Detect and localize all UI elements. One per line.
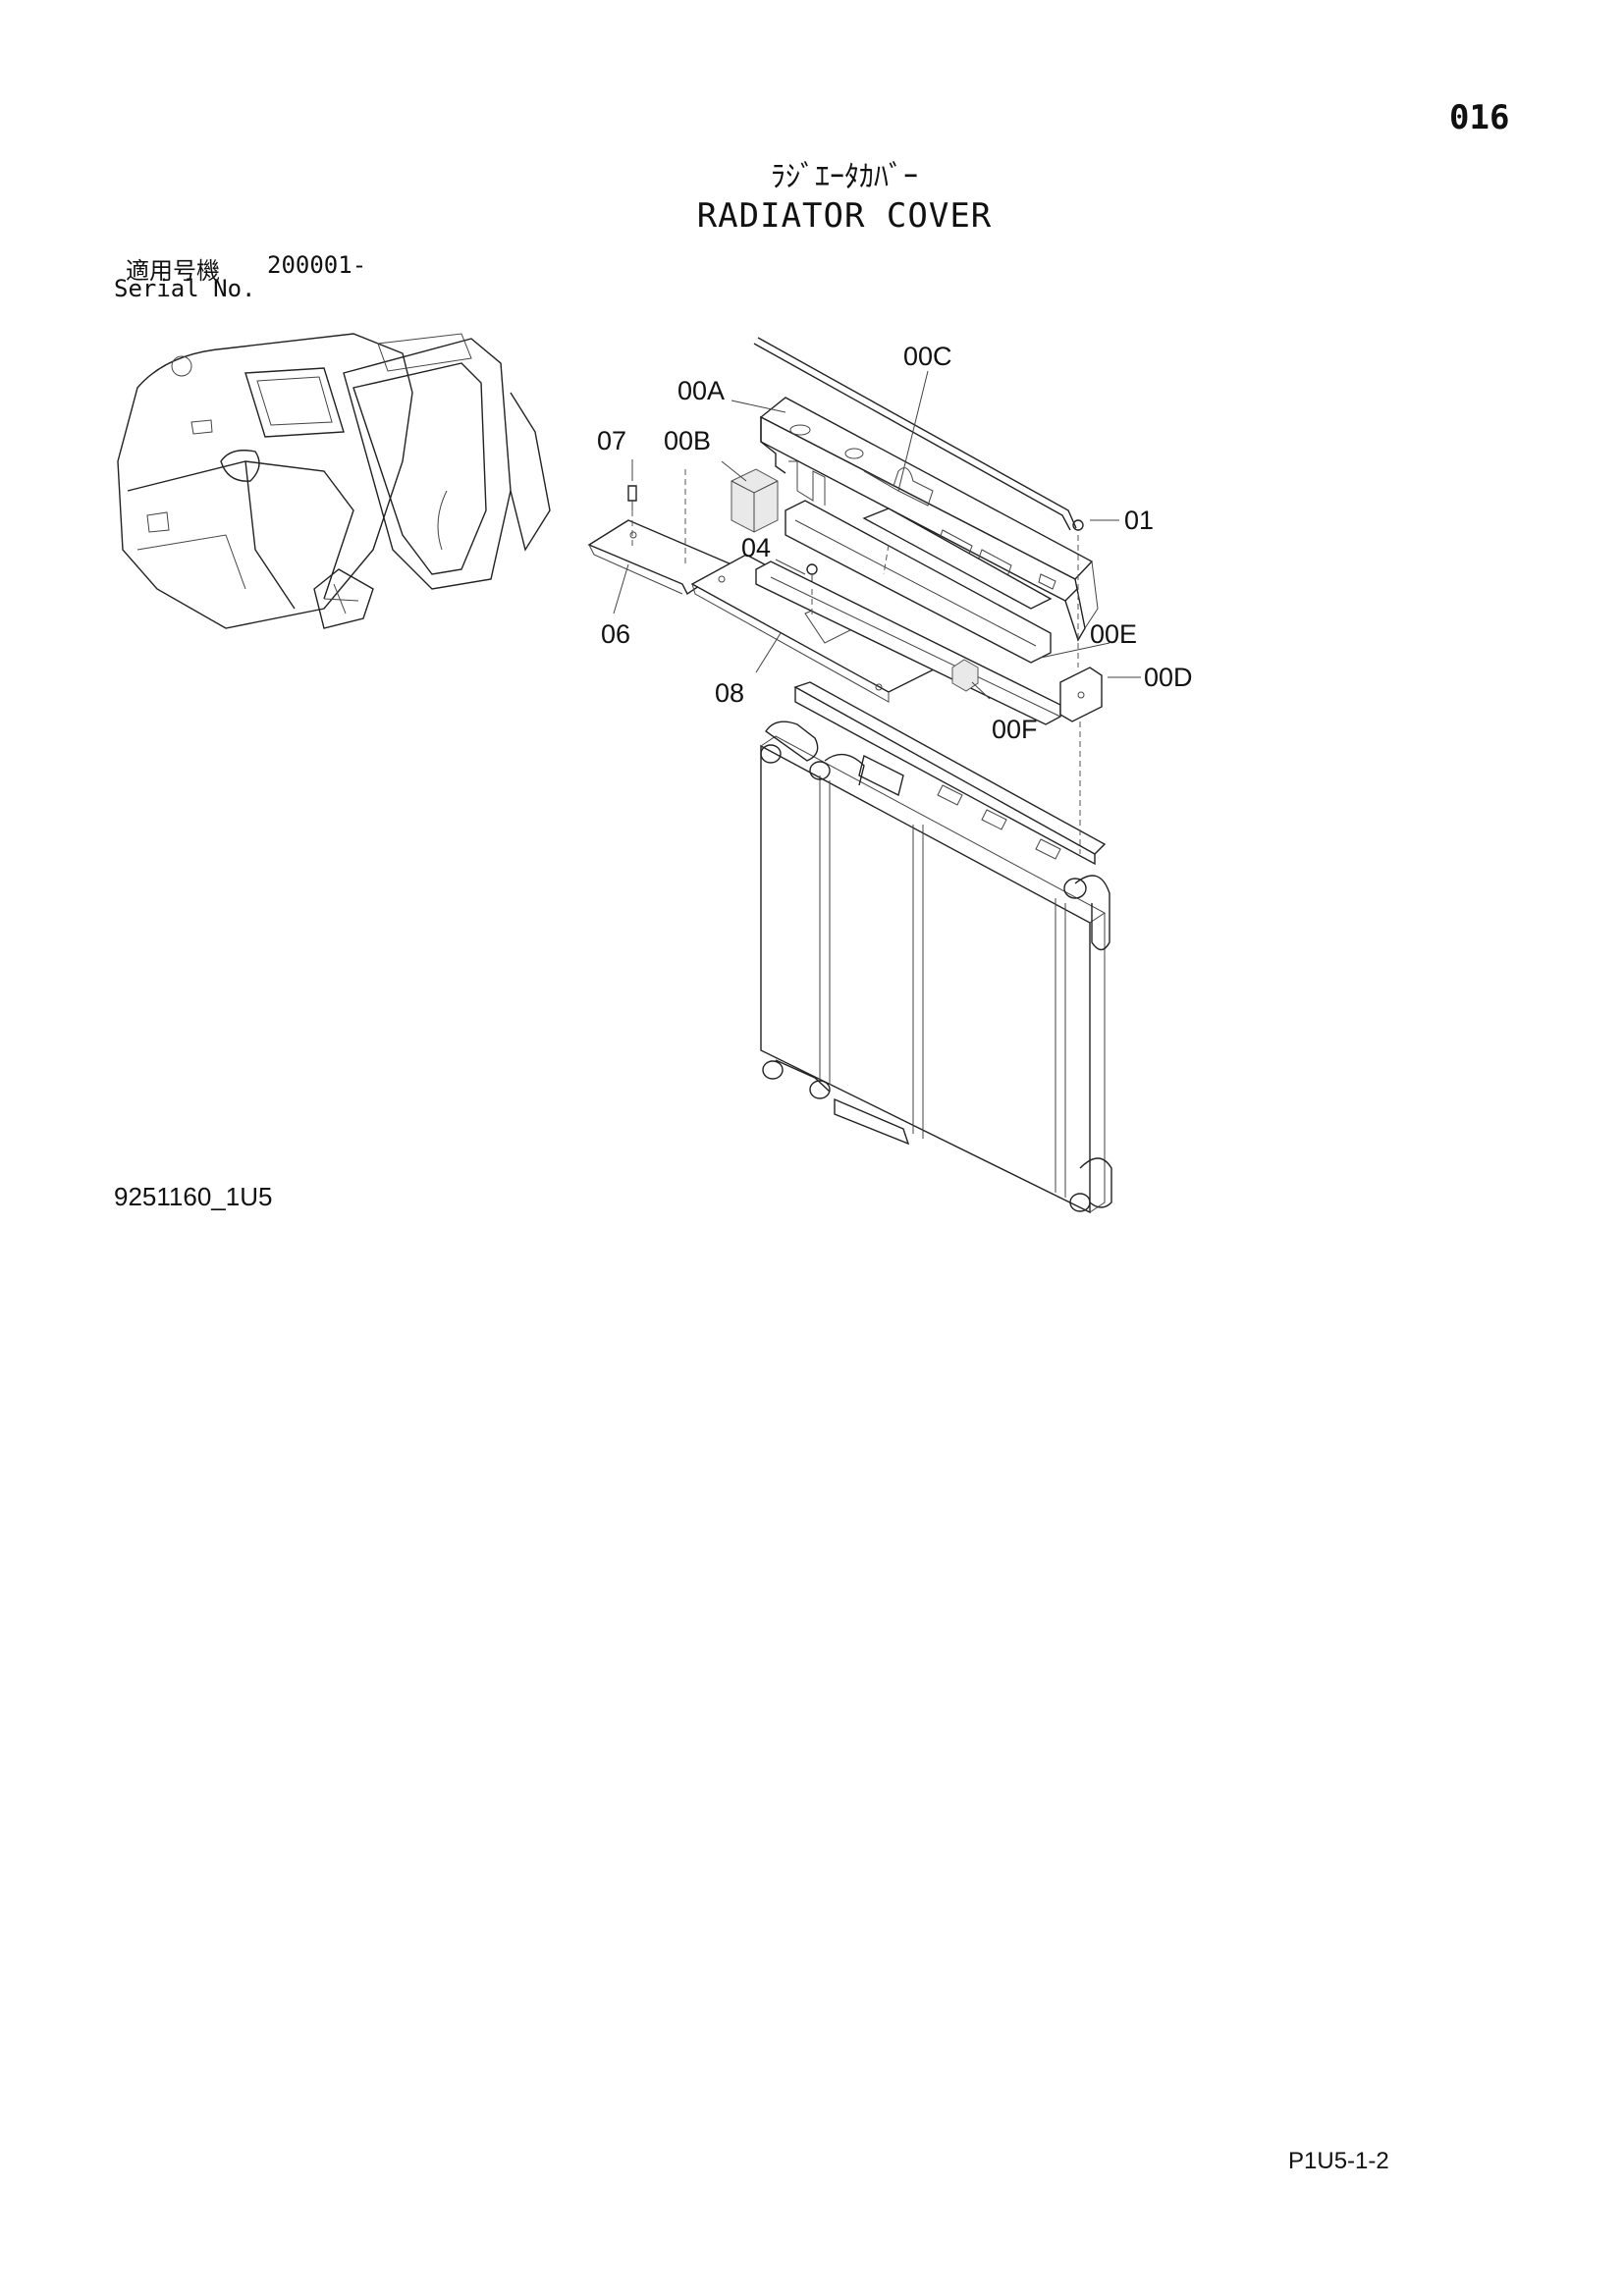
- callout-00d: 00D: [1144, 663, 1193, 692]
- serial-label: Serial No.: [114, 275, 256, 302]
- drawing-number: 9251160_1U5: [114, 1182, 273, 1211]
- upper-cover-00a: [759, 397, 1099, 642]
- inner-panel-04: [785, 500, 1053, 664]
- page-code: P1U5-1-2: [1288, 2148, 1389, 2174]
- page-title: RADIATOR COVER: [696, 196, 993, 236]
- callout-07: 07: [597, 426, 626, 455]
- callout-00a: 00A: [677, 376, 725, 405]
- machine-overview-illustration: [117, 333, 551, 629]
- callout-06: 06: [601, 619, 630, 649]
- callout-01: 01: [1124, 506, 1154, 535]
- seal-00b: [731, 468, 779, 533]
- page-number: 016: [1449, 98, 1510, 137]
- title-japanese: ﾗｼﾞｴｰﾀｶﾊﾞｰ: [771, 160, 918, 194]
- bracket-00d: [1059, 667, 1103, 722]
- serial-label-japanese: 適用号機: [126, 257, 220, 285]
- leader-lines: [613, 370, 1141, 854]
- radiator-assembly: [760, 681, 1112, 1214]
- callout-04: 04: [741, 533, 771, 562]
- serial-value: 200001-: [267, 251, 367, 279]
- callout-00b: 00B: [664, 426, 711, 455]
- seal-00f: [951, 659, 979, 692]
- callout-00f: 00F: [992, 715, 1038, 744]
- callout-00e: 00E: [1090, 619, 1137, 649]
- callout-08: 08: [715, 678, 744, 708]
- callout-00c: 00C: [903, 342, 952, 371]
- bolt-01: [1072, 519, 1084, 531]
- seal-strip-00e: [755, 561, 1061, 725]
- bolt-07: [627, 485, 637, 510]
